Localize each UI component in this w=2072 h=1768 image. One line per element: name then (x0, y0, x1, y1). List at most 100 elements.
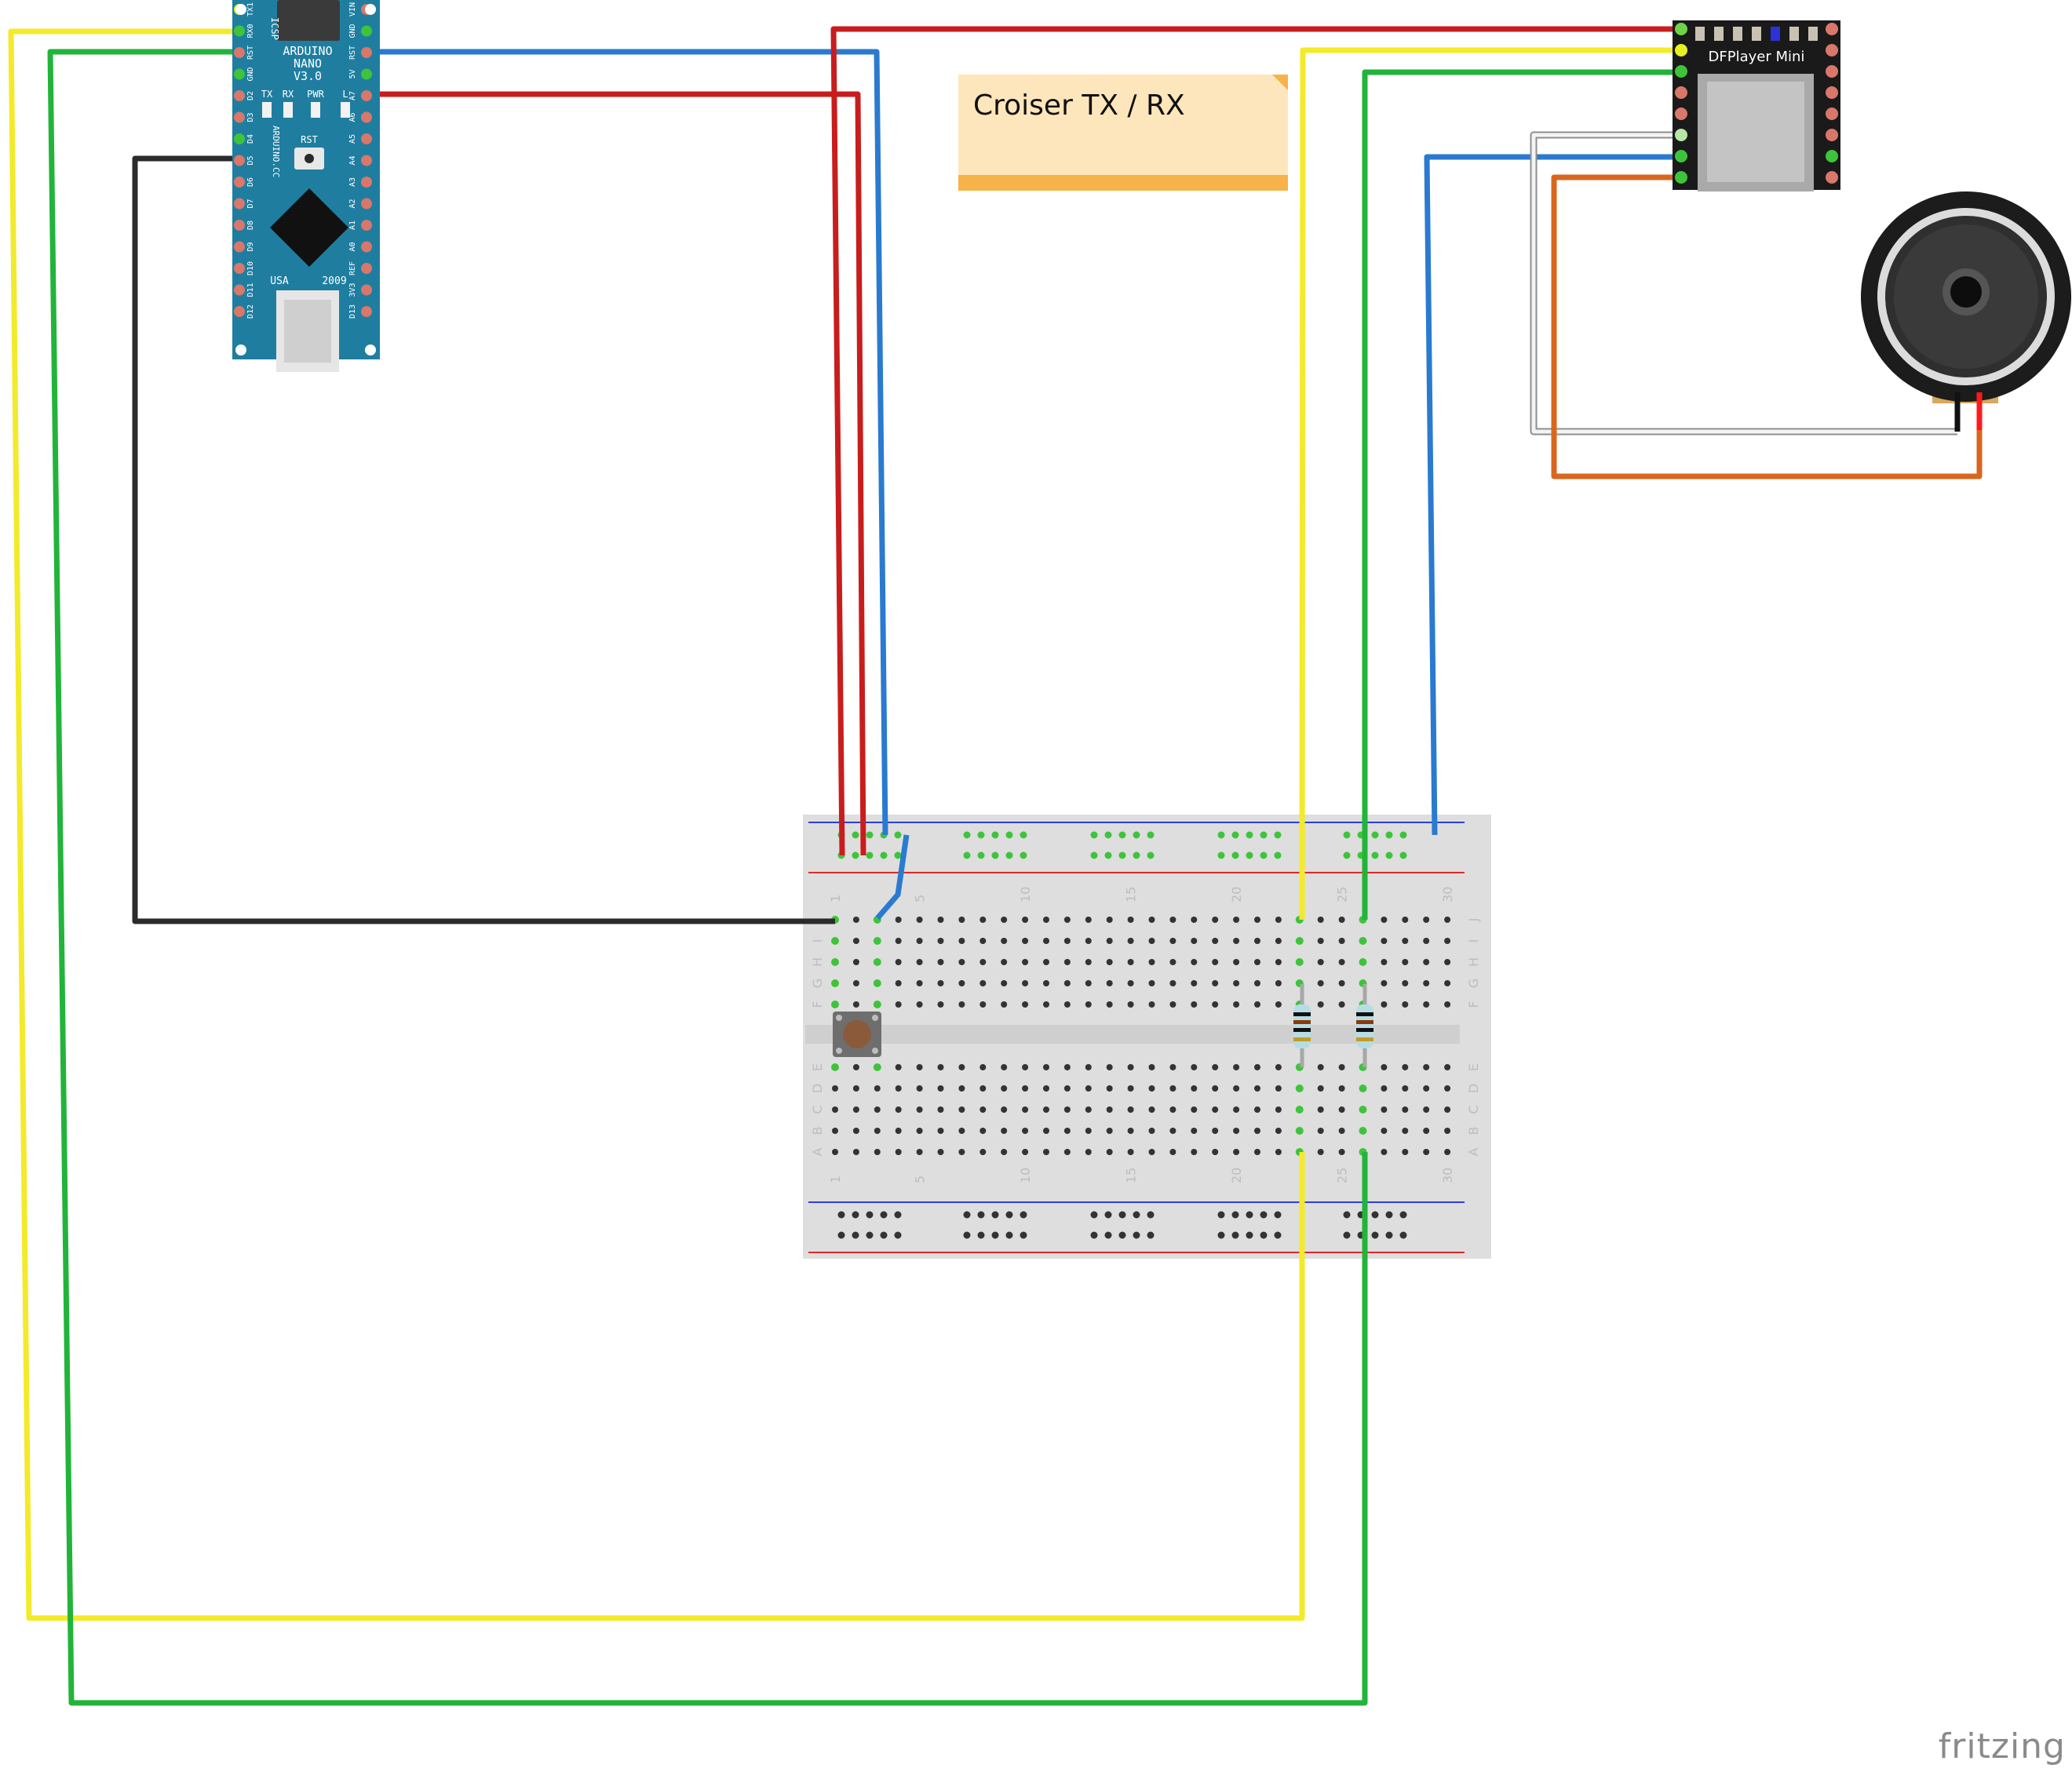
nano-pin-right[interactable] (361, 90, 372, 101)
resistor-1[interactable] (1293, 984, 1311, 1067)
breadboard-hole (1085, 1106, 1092, 1113)
wire-red-dfplayer-vcc[interactable] (830, 26, 1681, 856)
nano-pin-right[interactable] (361, 306, 372, 317)
wire-green-nano-rx[interactable] (47, 49, 1368, 1706)
resistor-2[interactable] (1356, 984, 1373, 1067)
nano-pin-label: VIN (348, 2, 357, 16)
nano-pin-left[interactable] (234, 90, 245, 101)
breadboard-hole (1043, 1149, 1049, 1155)
rail-hole (894, 1211, 902, 1219)
nano-pin-right[interactable] (361, 198, 372, 210)
push-button[interactable] (833, 1012, 881, 1057)
nano-pin-right[interactable] (361, 111, 372, 123)
dfplayer-pin-right[interactable] (1826, 23, 1838, 35)
breadboard-hole (1444, 1128, 1451, 1134)
rail-hole (1260, 851, 1268, 859)
breadboard-hole (1169, 1149, 1176, 1155)
rail-hole (1343, 831, 1351, 839)
nano-pin-left[interactable] (234, 155, 245, 166)
nano-pin-left[interactable] (234, 284, 245, 296)
dfplayer-pin-left[interactable] (1675, 108, 1687, 120)
nano-pin-right[interactable] (361, 284, 372, 296)
dfplayer-pin-right[interactable] (1826, 150, 1838, 162)
breadboard-hole (937, 1064, 944, 1070)
wire-orange-speaker[interactable] (1551, 174, 1983, 479)
nano-pin-right[interactable] (361, 263, 372, 274)
dfplayer-pin-left[interactable] (1675, 44, 1687, 57)
breadboard-hole (979, 959, 987, 965)
nano-pin-right[interactable] (361, 47, 372, 58)
dfplayer-pin-left[interactable] (1675, 171, 1687, 184)
nano-pin-label: A4 (348, 155, 357, 165)
nano-pin-left[interactable] (234, 47, 245, 58)
breadboard-hole (1191, 980, 1198, 986)
breadboard-hole (937, 1001, 944, 1008)
dfplayer-pin-right[interactable] (1826, 86, 1838, 99)
nano-pin-label: TX1 (246, 2, 255, 16)
wire-yellow-dfplayer-rx[interactable] (1299, 47, 1681, 920)
dfplayer-pin-right[interactable] (1826, 108, 1838, 120)
breadboard-hole (1359, 1106, 1367, 1114)
dfplayer-pin-left[interactable] (1675, 23, 1687, 35)
dfplayer-pin-right[interactable] (1826, 65, 1838, 78)
rail-hole (1343, 1211, 1351, 1219)
nano-pin-left[interactable] (234, 68, 245, 80)
dfplayer-pin-left[interactable] (1675, 129, 1687, 141)
wire-white-speaker[interactable] (1531, 133, 1957, 434)
nano-pin-right[interactable] (361, 155, 372, 166)
dfplayer-pin-right[interactable] (1826, 44, 1838, 57)
dfplayer-pin-left[interactable] (1675, 86, 1687, 99)
dfplayer-pin-right[interactable] (1826, 129, 1838, 141)
mounting-hole (235, 4, 246, 15)
nano-pin-left[interactable] (234, 263, 245, 274)
breadboard-hole (1381, 1149, 1388, 1155)
nano-pin-right[interactable] (361, 25, 372, 37)
wire-blue-jumper[interactable] (875, 834, 910, 920)
breadboard-hole (1022, 959, 1029, 965)
dfplayer-pin-left[interactable] (1675, 65, 1687, 78)
dfplayer-pin-left[interactable] (1675, 150, 1687, 162)
breadboard-hole (1295, 1106, 1304, 1114)
rail-hole (991, 1231, 999, 1239)
breadboard-hole (1169, 1085, 1176, 1092)
speaker[interactable] (1861, 191, 2071, 432)
breadboard-hole (1043, 980, 1049, 986)
nano-pin-left[interactable] (234, 133, 245, 144)
breadboard-hole (937, 917, 944, 923)
breadboard-hole (1338, 1106, 1345, 1113)
wire-blue-nano-gnd[interactable] (367, 49, 888, 836)
dfplayer-pin-right[interactable] (1826, 171, 1838, 184)
nano-pin-right[interactable] (361, 68, 372, 80)
nano-pin-left[interactable] (234, 241, 245, 253)
wire-yellow-nano-tx[interactable] (8, 28, 1305, 1621)
breadboard-hole (1317, 959, 1324, 965)
nano-pin-right[interactable] (361, 133, 372, 144)
nano-pin-left[interactable] (234, 198, 245, 210)
nano-pin-right[interactable] (361, 220, 372, 231)
nano-pin-left[interactable] (234, 177, 245, 188)
wire-red-nano-5v[interactable] (367, 91, 866, 856)
breadboard-hole (1063, 980, 1071, 986)
nano-pin-label: D12 (246, 304, 255, 319)
push-button-corner (872, 1048, 878, 1054)
dfplayer-mini[interactable]: DFPlayer Mini (1673, 20, 1840, 191)
breadboard-hole (1212, 1149, 1219, 1155)
nano-pin-right[interactable] (361, 241, 372, 253)
breadboard-hole (1402, 1085, 1409, 1092)
wire-green-dfplayer-tx[interactable] (1362, 69, 1681, 920)
speaker-ring (1877, 208, 2055, 385)
nano-pin-left[interactable] (234, 111, 245, 123)
breadboard-hole (1085, 1085, 1092, 1092)
nano-pin-left[interactable] (234, 220, 245, 231)
wire-blue-dfplayer-gnd[interactable] (1424, 154, 1681, 836)
mounting-hole (365, 4, 376, 15)
sticky-note[interactable]: Croiser TX / RX (958, 75, 1288, 191)
breadboard-hole (1148, 1128, 1155, 1134)
wire-black-nano-d4[interactable] (132, 155, 835, 924)
nano-pin-left[interactable] (234, 25, 245, 37)
breadboard-hole (958, 1085, 965, 1092)
nano-pin-left[interactable] (234, 306, 245, 317)
rail-hole (1399, 851, 1407, 859)
nano-pin-right[interactable] (361, 177, 372, 188)
